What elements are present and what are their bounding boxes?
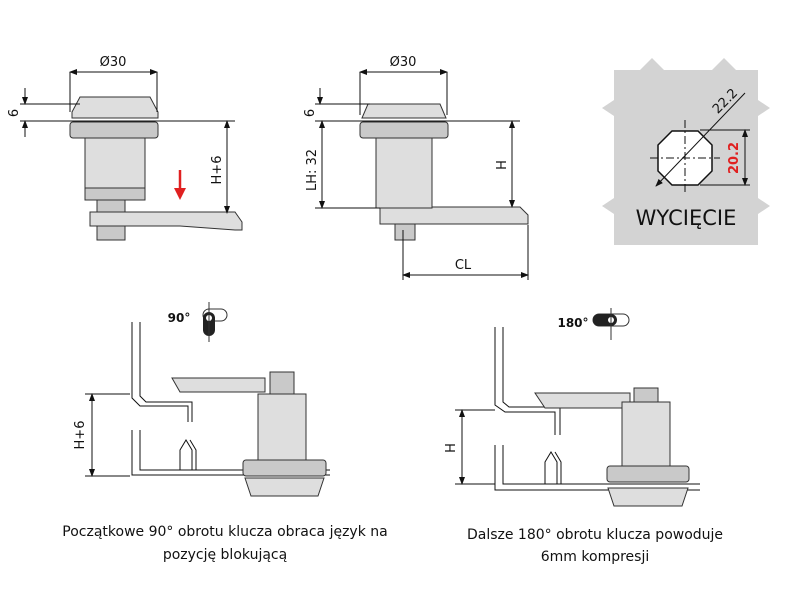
lock-body — [257, 393, 307, 461]
height-label: 6 — [7, 109, 22, 117]
lock-cap — [361, 103, 447, 119]
lock-side-view-1: Ø30 6 H+6 — [7, 55, 243, 241]
lock-cap — [607, 487, 689, 507]
caption-line-1: Dalsze 180° obrotu klucza powoduje — [467, 527, 723, 543]
lock-body — [621, 401, 671, 469]
lock-nut — [359, 121, 449, 139]
lock-side-view-2: Ø30 6 LH: 32 H CL — [303, 55, 529, 280]
lock-body — [84, 137, 146, 189]
cam-tongue — [534, 392, 631, 409]
caption-line-2: pozycję blokującą — [163, 547, 287, 563]
clip — [544, 451, 562, 484]
height-label: 6 — [303, 109, 318, 117]
lock-nut — [242, 459, 327, 477]
installation-view-90: H+6 90° Początkowe 90° obrotu klucza obr… — [62, 302, 388, 563]
caption-line-2: 6mm kompresji — [541, 549, 649, 565]
lock-nut — [69, 121, 159, 139]
h-plus-6-label: H+6 — [73, 421, 88, 450]
cam-tongue — [171, 377, 266, 393]
angle-label: 90° — [168, 311, 191, 325]
h-label: H — [444, 443, 459, 453]
cutout-diagram: 22.2 20.2 WYCIĘCIE — [602, 58, 770, 245]
lock-cap — [71, 96, 159, 119]
caption-line-1: Początkowe 90° obrotu klucza obraca języ… — [62, 524, 387, 540]
installation-view-180: H 180° Dalsze 180° obrotu klucza powoduj… — [444, 308, 723, 565]
h-plus-6-label: H+6 — [210, 156, 225, 185]
cutout-title: WYCIĘCIE — [636, 206, 737, 230]
clip — [179, 439, 197, 470]
cl-label: CL — [455, 258, 472, 273]
key-position-icon — [592, 308, 630, 340]
lock-cap — [244, 477, 325, 497]
diameter-label: Ø30 — [390, 55, 417, 70]
down-arrow-icon — [174, 170, 186, 200]
lock-body — [375, 137, 433, 209]
height-label: 20.2 — [727, 142, 742, 174]
key-position-icon — [202, 302, 228, 342]
lock-shaft — [269, 371, 295, 395]
lock-shaft — [633, 387, 659, 403]
h-label: H — [495, 160, 510, 170]
cam-tongue — [379, 206, 529, 225]
angle-label: 180° — [557, 316, 588, 330]
cam-tongue — [89, 211, 243, 231]
diameter-label: Ø30 — [100, 55, 127, 70]
lh-label: LH: 32 — [305, 149, 320, 191]
lock-nut — [606, 465, 690, 483]
